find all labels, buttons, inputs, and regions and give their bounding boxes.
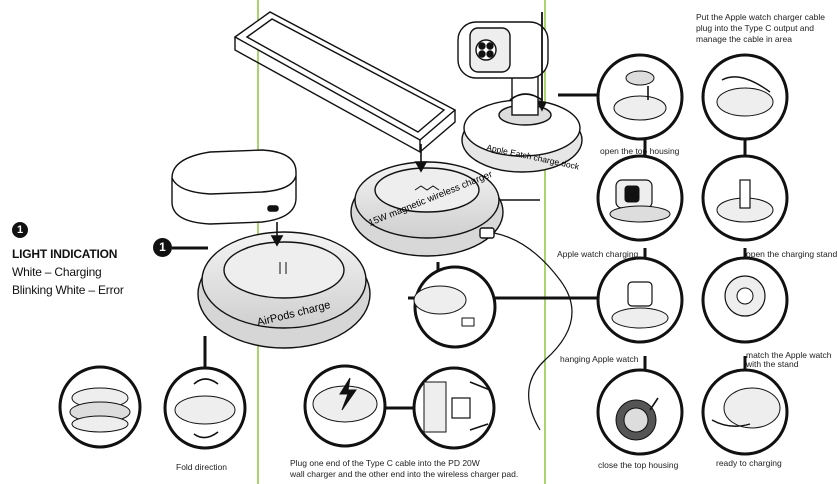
fold-step-1	[58, 365, 142, 449]
step-open-stand	[701, 154, 789, 242]
step-hanging	[596, 256, 684, 344]
watch-dock-illustration	[457, 12, 583, 173]
callout-number-badge: 1	[153, 238, 172, 257]
caption-fold-direction: Fold direction	[176, 462, 228, 472]
assembly-arrows	[270, 144, 428, 247]
magnetic-pad-illustration	[350, 161, 573, 431]
label-close-top: close the top housing	[598, 460, 679, 470]
legend-line-error: Blinking White – Error	[12, 283, 124, 297]
caption-plug-line-1: Plug one end of the Type C cable into th…	[290, 458, 480, 468]
label-ready: ready to charging	[716, 458, 782, 468]
label-watch-charging: Apple watch charging	[557, 249, 639, 259]
plug-step-wall	[412, 366, 496, 450]
step-open-top	[596, 53, 684, 141]
caption-plug-line-2: wall charger and the other end into the …	[290, 469, 519, 479]
legend-number-badge: 1	[12, 222, 28, 238]
label-match-2: with the stand	[746, 359, 799, 369]
step-match-stand	[701, 256, 789, 344]
airpods-case-illustration	[171, 149, 297, 225]
label-open-stand: open the charging stand	[746, 249, 837, 259]
step-close-top	[596, 368, 684, 456]
label-hanging: hanging Apple watch	[560, 354, 639, 364]
note-line-2: plug into the Type C output and	[696, 23, 814, 33]
note-line-1: Put the Apple watch charger cable	[696, 12, 825, 22]
step-cable-manage	[701, 53, 789, 141]
legend-line-charging: White – Charging	[12, 265, 102, 279]
step-watch-charging	[596, 154, 684, 242]
airpods-pad-illustration	[197, 231, 371, 349]
iphone-illustration	[233, 11, 457, 154]
label-match-1: match the Apple watch	[746, 350, 832, 360]
plug-step-pad	[303, 364, 387, 448]
fold-step-2	[163, 366, 247, 450]
label-open-top: open the top housing	[600, 146, 680, 156]
plug-step-connector	[413, 265, 497, 349]
legend-title: LIGHT INDICATION	[12, 247, 118, 261]
note-line-3: manage the cable in area	[696, 34, 792, 44]
step-ready	[701, 368, 789, 456]
